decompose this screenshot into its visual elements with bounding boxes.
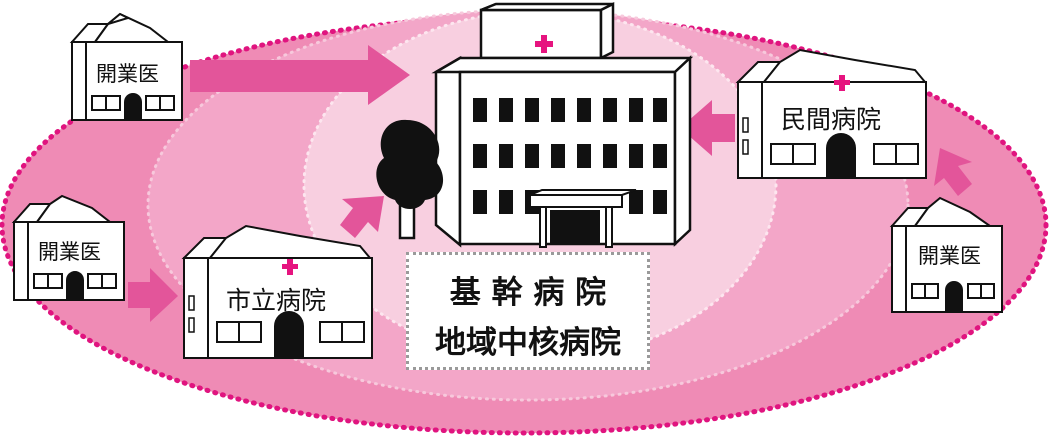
arrow-city-hospital-to-core (340, 196, 384, 238)
tree-icon (376, 119, 444, 240)
private-hospital-house (735, 48, 928, 179)
arrow-private-hospital-to-core (680, 100, 735, 156)
core-hospital-label-box: 基 幹 病 院 地域中核病院 (406, 252, 650, 370)
middle-zone-dotted-ring (146, 8, 910, 402)
arrow-clinic-right-to-private-hospital (934, 148, 972, 196)
core-hospital-label: 基 幹 病 院 (449, 275, 607, 311)
clinic-mid-left-house (11, 194, 125, 301)
city-hospital-label: 市立病院 (226, 286, 327, 315)
clinic-mid-left-label: 開業医 (38, 240, 101, 264)
hospital-entrance-canopy (529, 189, 637, 248)
clinic-right-house (889, 196, 1003, 313)
regional-core-hospital-label: 地域中核病院 (435, 325, 621, 361)
clinic-top-left-house (69, 12, 183, 121)
arrow-clinic-mid-left-to-city-hospital (128, 268, 178, 322)
core-hospital-windows (473, 98, 667, 214)
city-hospital-house (181, 224, 373, 359)
clinic-right-label: 開業医 (918, 244, 981, 268)
clinic-top-left-label: 開業医 (96, 62, 159, 86)
private-hospital-label: 民間病院 (781, 105, 882, 134)
arrow-clinic-top-left-to-core (190, 45, 410, 105)
large-hospital-icon (431, 1, 694, 248)
